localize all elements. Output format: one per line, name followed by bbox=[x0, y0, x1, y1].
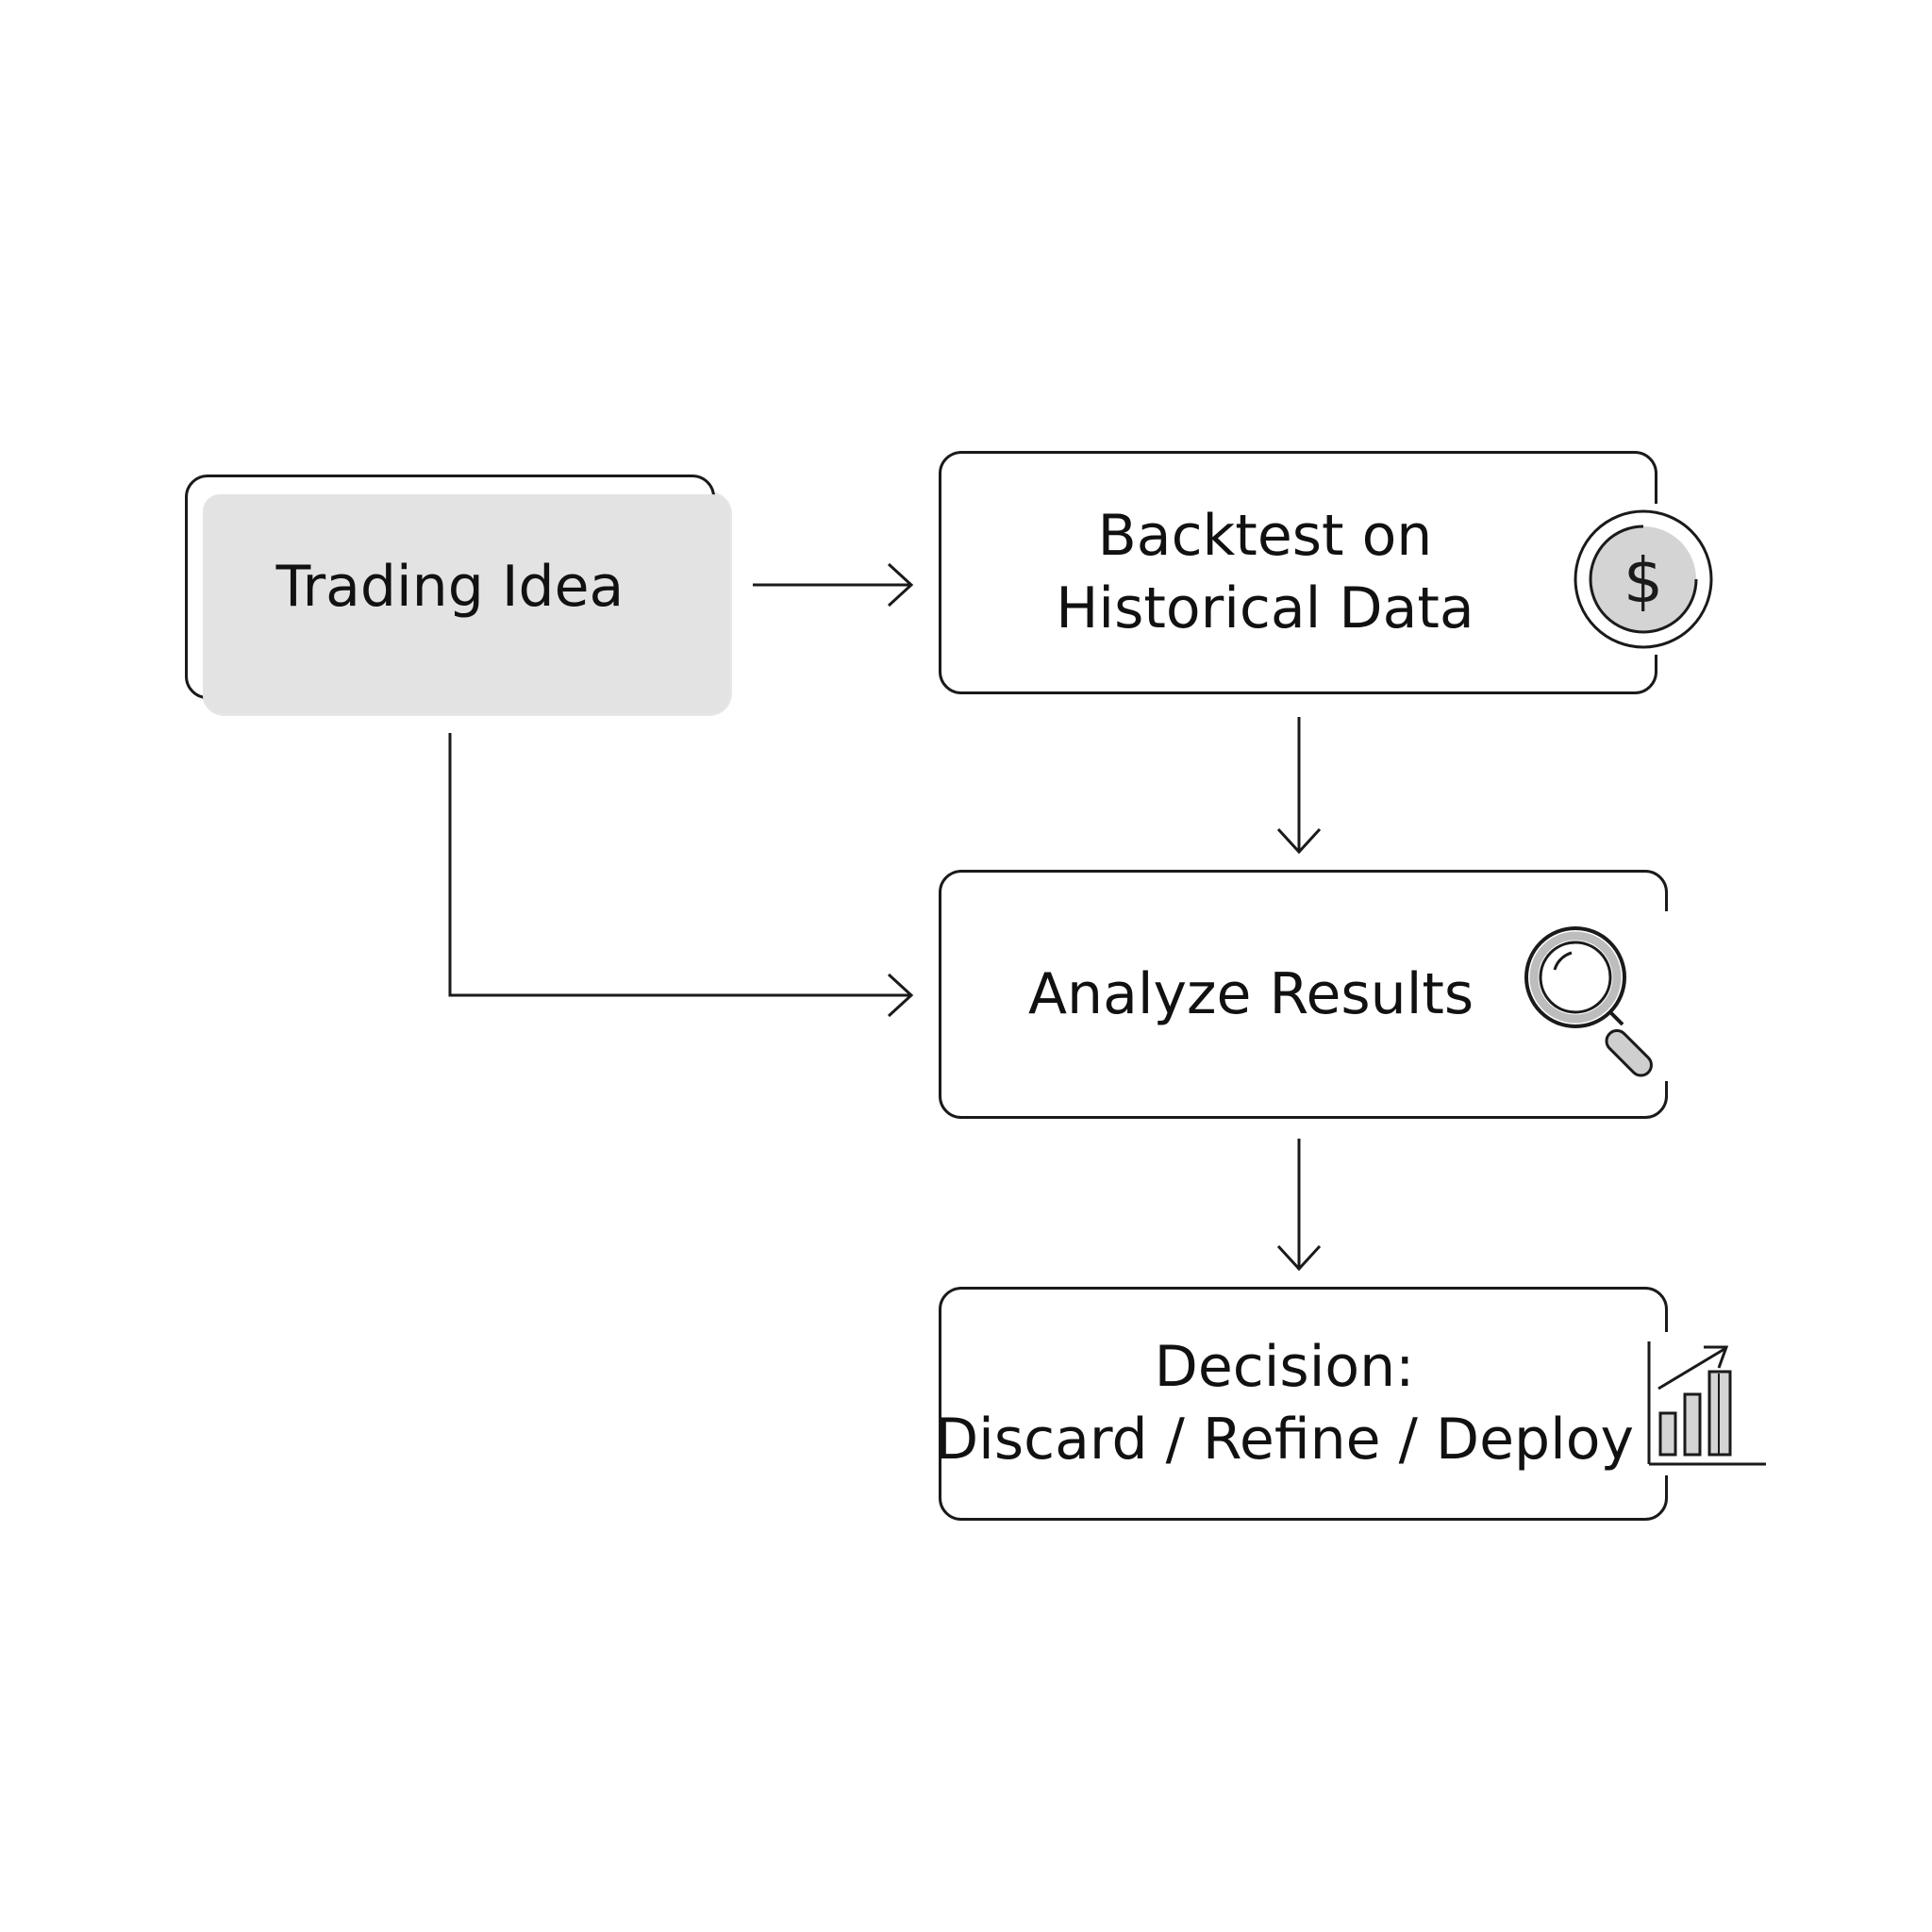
node-decision-line2: Discard / Refine / Deploy bbox=[934, 1407, 1635, 1473]
svg-text:$: $ bbox=[1624, 544, 1663, 617]
node-decision: Decision: Discard / Refine / Deploy bbox=[935, 1287, 1668, 1521]
node-decision-line1: Decision: bbox=[1154, 1334, 1415, 1401]
arrow-backtest-to-analyze bbox=[1276, 717, 1322, 855]
node-analyze-label: Analyze Results bbox=[1028, 960, 1474, 1027]
node-backtest-line2: Historical Data bbox=[1056, 575, 1474, 641]
node-backtest: Backtest on Historical Data bbox=[939, 451, 1657, 694]
node-trading-idea: Trading Idea bbox=[185, 475, 729, 713]
node-decision-label: Decision: Discard / Refine / Deploy bbox=[935, 1331, 1634, 1476]
node-fill bbox=[203, 494, 729, 713]
bar-chart-growth-icon bbox=[1640, 1332, 1772, 1475]
magnifying-glass-icon bbox=[1509, 911, 1679, 1081]
arrow-idea-to-backtest bbox=[753, 562, 914, 608]
dollar-coin-icon: $ bbox=[1568, 504, 1719, 655]
arrow-analyze-to-decision bbox=[1276, 1139, 1322, 1272]
node-backtest-line1: Backtest on bbox=[1097, 503, 1433, 570]
node-trading-idea-label: Trading Idea bbox=[275, 553, 625, 620]
arrow-idea-to-analyze bbox=[448, 733, 914, 1018]
node-backtest-label: Backtest on Historical Data bbox=[1056, 500, 1474, 645]
